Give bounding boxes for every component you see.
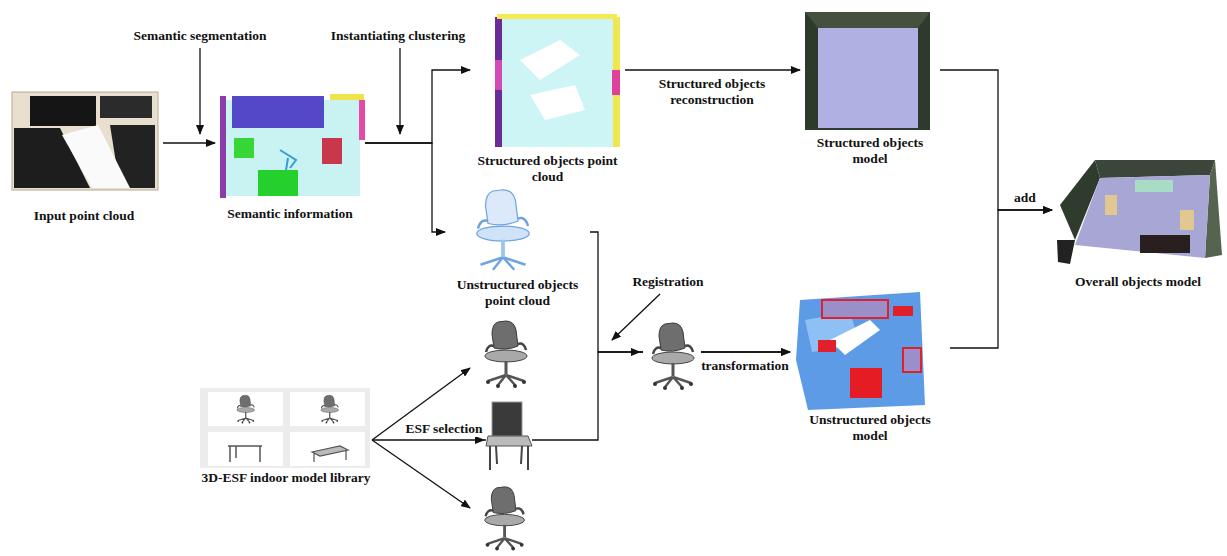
edge-label: ESF selection [403, 421, 484, 437]
step-label: Instantiating clustering [329, 28, 468, 44]
caption-text: Structured objects point cloud [470, 153, 625, 185]
flow-arrow [365, 70, 470, 143]
caption-text: Semantic information [215, 206, 365, 222]
caption-text: Overall objects model [1052, 274, 1224, 290]
caption-text: 3D-ESF indoor model library [200, 470, 372, 486]
flow-arrow [940, 70, 1052, 210]
caption-text: Unstructured objects point cloud [445, 277, 590, 309]
figure-panel: Structured objects model [800, 10, 940, 167]
step-label: Semantic segmentation [131, 28, 268, 44]
edge-label: transformation [699, 358, 791, 374]
figure-panel: Unstructured objects model [790, 285, 950, 444]
figure-panel: Overall objects model [1052, 150, 1224, 290]
figure-panel: Structured objects point cloud [470, 10, 625, 185]
edge-label: add [1012, 190, 1038, 206]
flow-arrow [365, 143, 445, 232]
caption-text: Input point cloud [5, 208, 163, 224]
figure-panel: Input point cloud [5, 88, 163, 224]
edge-label: Structured objects reconstruction [643, 76, 782, 108]
figure-panel: 3D-ESF indoor model library [200, 386, 372, 486]
flow-arrow [950, 210, 1052, 348]
flow-arrow [625, 69, 800, 70]
step-label: Registration [630, 274, 705, 290]
figure-panel: Unstructured objects point cloud [445, 185, 590, 309]
figure-panel: Semantic information [215, 88, 365, 222]
flow-arrow [372, 352, 790, 440]
caption-text: Structured objects model [800, 135, 940, 167]
caption-text: Unstructured objects model [790, 412, 950, 444]
flow-arrow [163, 142, 215, 143]
